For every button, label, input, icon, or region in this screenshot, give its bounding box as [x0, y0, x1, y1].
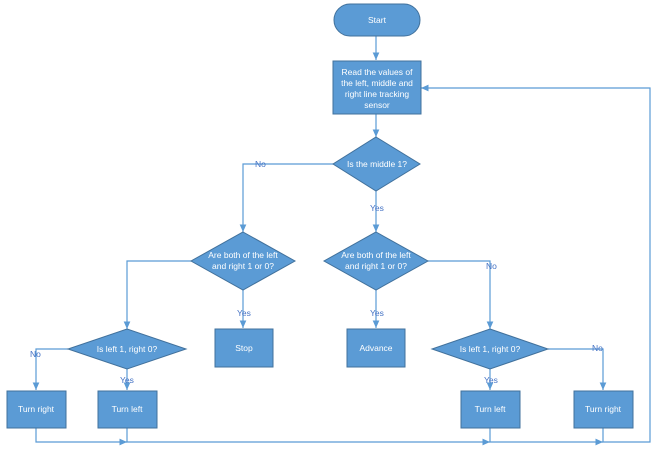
edge-label-no-middle: No	[255, 159, 266, 169]
edge-label-no-both-right: No	[486, 261, 497, 271]
edge-label-yes-advance: Yes	[370, 308, 384, 318]
connector-turn-left-b-bottom	[489, 428, 603, 446]
edge-label-yes-middle: Yes	[370, 203, 384, 213]
read-sensor-line-1: Read the values of	[342, 67, 414, 77]
read-sensor-node: Read the values of the left, middle and …	[332, 60, 422, 115]
edge-label-yes-stop: Yes	[237, 308, 251, 318]
read-sensor-line-3: right line tracking	[345, 89, 410, 99]
turn-left-b-label: Turn left	[475, 404, 507, 414]
edge-label-no-right-b: No	[592, 343, 603, 353]
edge-labels: No Yes Yes Yes No No Yes Yes No	[30, 159, 603, 385]
turn-right-a-node: Turn right	[6, 390, 67, 429]
connector-left1a-no	[32, 348, 68, 390]
connector-left1b-no	[548, 348, 607, 390]
connector-turn-right-a-bottom	[35, 428, 127, 446]
connector-middle-no	[239, 163, 333, 232]
edge-label-no-left-a: No	[30, 349, 41, 359]
advance-node: Advance	[346, 328, 406, 368]
advance-label: Advance	[359, 343, 392, 353]
edge-label-yes-left-a: Yes	[120, 375, 134, 385]
is-left1-a-label: Is left 1, right 0?	[97, 344, 158, 354]
both-right-line-2: and right 1 or 0?	[345, 261, 407, 271]
both-left-decision: Are both of the left and right 1 or 0?	[189, 231, 297, 291]
turn-left-a-label: Turn left	[112, 404, 144, 414]
start-label: Start	[368, 15, 387, 25]
stop-label: Stop	[235, 343, 253, 353]
stop-node: Stop	[214, 328, 274, 368]
both-left-line-1: Are both of the left	[208, 250, 278, 260]
read-sensor-line-4: sensor	[364, 100, 390, 110]
edge-label-yes-left-b: Yes	[484, 375, 498, 385]
connector-both-left-left	[123, 260, 191, 329]
turn-right-b-label: Turn right	[585, 404, 622, 414]
turn-right-b-node: Turn right	[573, 390, 634, 429]
read-sensor-line-2: the left, middle and	[341, 78, 413, 88]
is-left1-a-decision: Is left 1, right 0?	[66, 328, 188, 370]
is-middle-1-decision: Is the middle 1?	[332, 136, 421, 192]
connector-loop-back	[421, 84, 651, 443]
both-right-decision: Are both of the left and right 1 or 0?	[322, 231, 430, 291]
connector-turn-left-a-bottom	[126, 428, 490, 446]
both-left-line-2: and right 1 or 0?	[212, 261, 274, 271]
is-left1-b-label: Is left 1, right 0?	[460, 344, 521, 354]
both-right-line-1: Are both of the left	[341, 250, 411, 260]
turn-right-a-label: Turn right	[18, 404, 55, 414]
turn-left-b-node: Turn left	[460, 390, 521, 429]
turn-left-a-node: Turn left	[97, 390, 158, 429]
is-left1-b-decision: Is left 1, right 0?	[430, 328, 550, 370]
connector-both-right-no	[428, 260, 494, 329]
start-node: Start	[333, 3, 421, 37]
is-middle-1-label: Is the middle 1?	[347, 159, 407, 169]
connectors	[32, 36, 651, 446]
